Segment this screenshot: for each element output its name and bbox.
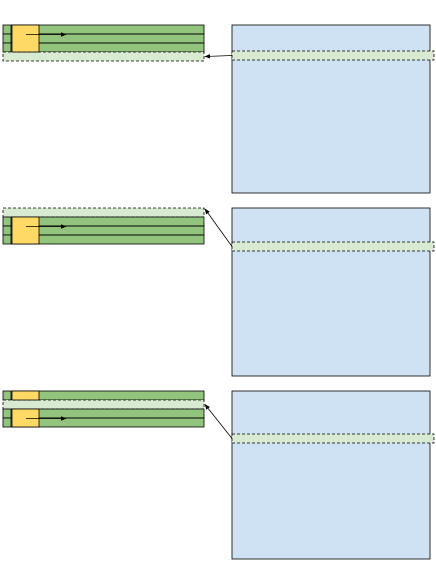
source-matrix <box>231 24 431 194</box>
source-matrix <box>231 390 431 560</box>
copy-arrow <box>204 404 233 439</box>
sliding-window <box>11 390 40 401</box>
buffer-row-incoming <box>2 207 205 218</box>
matrix-current-row <box>231 50 435 61</box>
copy-arrow <box>204 208 233 247</box>
sliding-window <box>11 408 40 428</box>
sliding-window <box>11 24 40 53</box>
matrix-current-row <box>231 241 435 252</box>
source-matrix <box>231 207 431 377</box>
buffer-row-incoming <box>2 399 205 410</box>
panels-layer <box>2 24 435 560</box>
panel-1 <box>2 24 435 194</box>
copy-arrow <box>204 54 233 59</box>
panel-2 <box>2 207 435 377</box>
panel-3 <box>2 390 435 560</box>
buffer-row-incoming <box>2 51 205 62</box>
matrix-current-row <box>231 433 435 444</box>
sliding-window <box>11 216 40 245</box>
